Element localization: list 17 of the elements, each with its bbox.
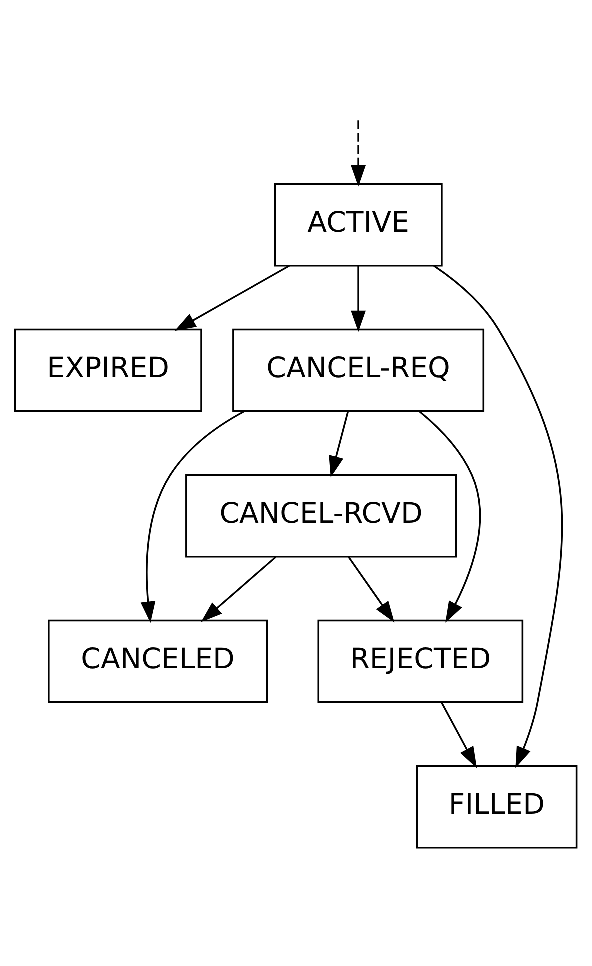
node-box: FILLED xyxy=(416,764,578,848)
arrow xyxy=(351,266,366,332)
arrow xyxy=(174,264,290,331)
arrow xyxy=(140,410,246,623)
arrow xyxy=(351,120,366,186)
node-box: CANCELED xyxy=(48,619,268,703)
node-box: REJECTED xyxy=(318,619,524,703)
node-box: ACTIVE xyxy=(274,182,443,266)
node-box: CANCEL-REQ xyxy=(232,328,485,412)
arrow xyxy=(419,410,482,622)
arrow xyxy=(201,556,276,622)
arrow xyxy=(434,264,564,768)
node-box: CANCEL-RCVD xyxy=(186,474,458,558)
node-box: EXPIRED xyxy=(14,328,202,412)
arrow xyxy=(441,702,478,768)
arrow xyxy=(329,411,350,478)
arrow xyxy=(348,556,395,622)
